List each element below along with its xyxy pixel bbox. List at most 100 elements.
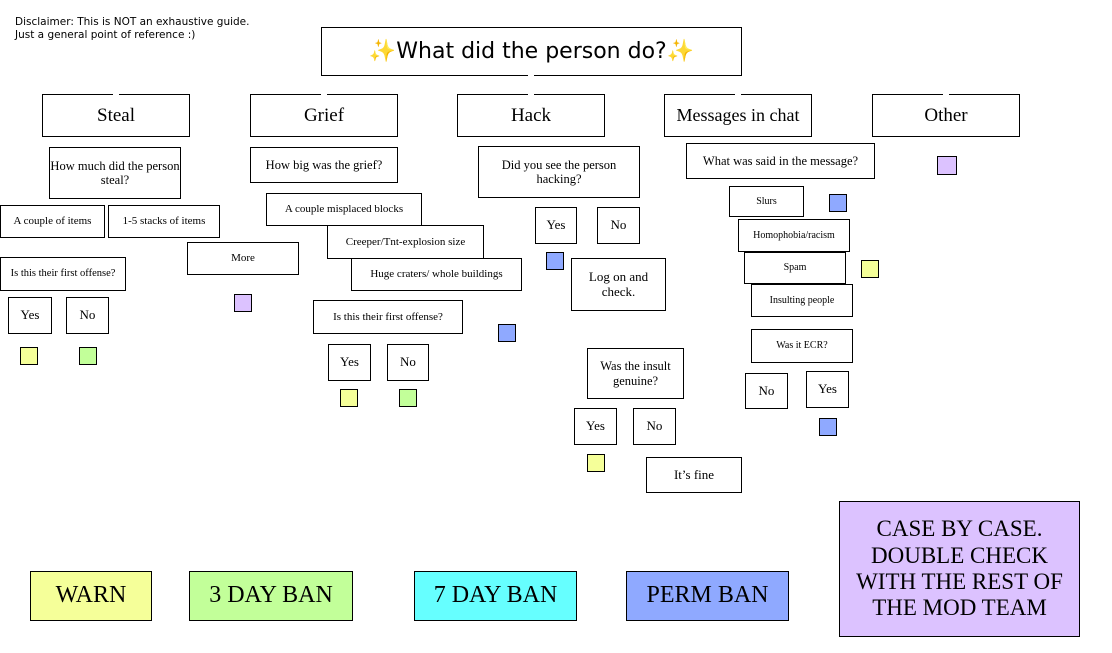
- chat-fine-text: It’s fine: [673, 466, 715, 482]
- grief-question: How big was the grief?: [250, 147, 398, 183]
- hack-yes-text: Yes: [546, 217, 566, 233]
- chat-genuine-yes-warn-swatch: [587, 454, 605, 472]
- grief-yes: Yes: [328, 344, 371, 381]
- connector-mark: [943, 93, 949, 95]
- category-hack-label: Hack: [510, 104, 552, 126]
- steal-no-text: No: [79, 307, 96, 323]
- connector-mark: [528, 93, 534, 95]
- category-grief: Grief: [250, 94, 398, 137]
- grief-no-3day-swatch: [399, 389, 417, 407]
- chat-ecr-no: No: [745, 373, 788, 409]
- legend-3day: 3 DAY BAN: [189, 571, 353, 621]
- grief-first-offense-text: Is this their first offense?: [333, 310, 443, 323]
- chat-fine: It’s fine: [646, 457, 742, 493]
- steal-stacks-text: 1-5 stacks of items: [122, 215, 206, 228]
- grief-misplaced-text: A couple misplaced blocks: [284, 203, 404, 216]
- steal-no: No: [66, 297, 109, 334]
- category-other: Other: [872, 94, 1020, 137]
- chat-question-text: What was said in the message?: [702, 153, 859, 168]
- steal-no-3day-swatch: [79, 347, 97, 365]
- chat-slurs: Slurs: [729, 186, 804, 217]
- steal-couple-items: A couple of items: [0, 205, 105, 238]
- connector-mark: [113, 93, 119, 95]
- connector-mark: [321, 93, 327, 95]
- page-title-text: ✨What did the person do?✨: [368, 38, 695, 64]
- steal-question-text: How much did the person steal?: [50, 158, 180, 187]
- legend-perm: PERM BAN: [626, 571, 789, 621]
- steal-yes-warn-swatch: [20, 347, 38, 365]
- grief-craters: Huge craters/ whole buildings: [351, 258, 522, 291]
- legend-case-by-case-label: CASE BY CASE. DOUBLE CHECK WITH THE REST…: [856, 516, 1063, 621]
- legend-warn-label: WARN: [55, 582, 127, 609]
- grief-first-offense: Is this their first offense?: [313, 300, 463, 334]
- chat-slurs-text: Slurs: [756, 195, 777, 207]
- steal-more: More: [187, 242, 299, 275]
- grief-no-text: No: [400, 354, 416, 370]
- steal-yes: Yes: [8, 297, 52, 334]
- legend-perm-label: PERM BAN: [646, 582, 769, 609]
- steal-first-offense-text: Is this their first offense?: [10, 267, 116, 279]
- other-case-swatch: [937, 156, 957, 175]
- hack-question: Did you see the person hacking?: [478, 146, 640, 198]
- chat-insult-genuine-text: Was the insult genuine?: [600, 359, 671, 388]
- chat-insulting: Insulting people: [751, 284, 853, 317]
- legend-7day: 7 DAY BAN: [414, 571, 577, 621]
- steal-question: How much did the person steal?: [49, 147, 181, 199]
- connector-mark: [735, 93, 741, 95]
- disclaimer: Disclaimer: This is NOT an exhaustive gu…: [15, 16, 249, 42]
- chat-genuine-yes-text: Yes: [586, 418, 605, 434]
- category-steal-label: Steal: [97, 104, 135, 126]
- chat-slurs-perm-swatch: [829, 194, 847, 212]
- grief-misplaced: A couple misplaced blocks: [266, 193, 422, 226]
- legend-warn: WARN: [30, 571, 152, 621]
- chat-genuine-no-text: No: [646, 418, 663, 434]
- steal-stacks: 1-5 stacks of items: [108, 205, 220, 238]
- chat-genuine-no: No: [633, 408, 676, 445]
- chat-insult-genuine: Was the insult genuine?: [587, 348, 684, 399]
- hack-yes: Yes: [535, 207, 577, 244]
- category-chat: Messages in chat: [664, 94, 812, 137]
- steal-first-offense: Is this their first offense?: [0, 257, 126, 291]
- category-grief-label: Grief: [303, 104, 345, 126]
- chat-genuine-yes: Yes: [574, 408, 617, 445]
- chat-insulting-text: Insulting people: [769, 294, 835, 306]
- steal-yes-text: Yes: [20, 307, 40, 323]
- legend-3day-label: 3 DAY BAN: [209, 582, 333, 609]
- hack-no: No: [597, 207, 640, 244]
- chat-spam-warn-swatch: [861, 260, 879, 278]
- hack-yes-perm-swatch: [546, 252, 564, 270]
- category-steal: Steal: [42, 94, 190, 137]
- legend-case-by-case: CASE BY CASE. DOUBLE CHECK WITH THE REST…: [839, 501, 1080, 637]
- hack-log-on-text: Log on and check.: [588, 268, 649, 299]
- hack-question-text: Did you see the person hacking?: [501, 157, 617, 186]
- chat-ecr-yes-perm-swatch: [819, 418, 837, 436]
- chat-homophobia: Homophobia/racism: [738, 219, 850, 252]
- steal-more-case-swatch: [234, 294, 252, 312]
- chat-ecr-yes-text: Yes: [818, 381, 837, 397]
- chat-ecr: Was it ECR?: [751, 329, 853, 363]
- grief-explosion: Creeper/Tnt-explosion size: [327, 225, 484, 259]
- grief-no: No: [387, 344, 429, 381]
- category-other-label: Other: [924, 104, 968, 126]
- chat-spam-text: Spam: [783, 262, 807, 274]
- category-hack: Hack: [457, 94, 605, 137]
- chat-question: What was said in the message?: [686, 143, 875, 179]
- connector-mark: [528, 75, 534, 77]
- disclaimer-line-2: Just a general point of reference :): [15, 29, 196, 41]
- grief-yes-warn-swatch: [340, 389, 358, 407]
- grief-question-text: How big was the grief?: [265, 157, 383, 172]
- chat-ecr-no-text: No: [758, 382, 775, 398]
- chat-ecr-yes: Yes: [806, 371, 849, 408]
- legend-7day-label: 7 DAY BAN: [433, 582, 558, 609]
- hack-log-on: Log on and check.: [571, 258, 666, 311]
- steal-more-text: More: [231, 252, 255, 265]
- chat-homophobia-text: Homophobia/racism: [753, 229, 835, 241]
- hack-no-text: No: [610, 217, 627, 233]
- grief-craters-text: Huge craters/ whole buildings: [370, 268, 503, 281]
- page-title: ✨What did the person do?✨: [321, 27, 742, 76]
- steal-couple-items-text: A couple of items: [13, 215, 92, 228]
- grief-yes-text: Yes: [340, 354, 359, 370]
- disclaimer-line-1: Disclaimer: This is NOT an exhaustive gu…: [15, 16, 250, 28]
- grief-explosion-text: Creeper/Tnt-explosion size: [345, 235, 466, 248]
- grief-craters-perm-swatch: [498, 324, 516, 342]
